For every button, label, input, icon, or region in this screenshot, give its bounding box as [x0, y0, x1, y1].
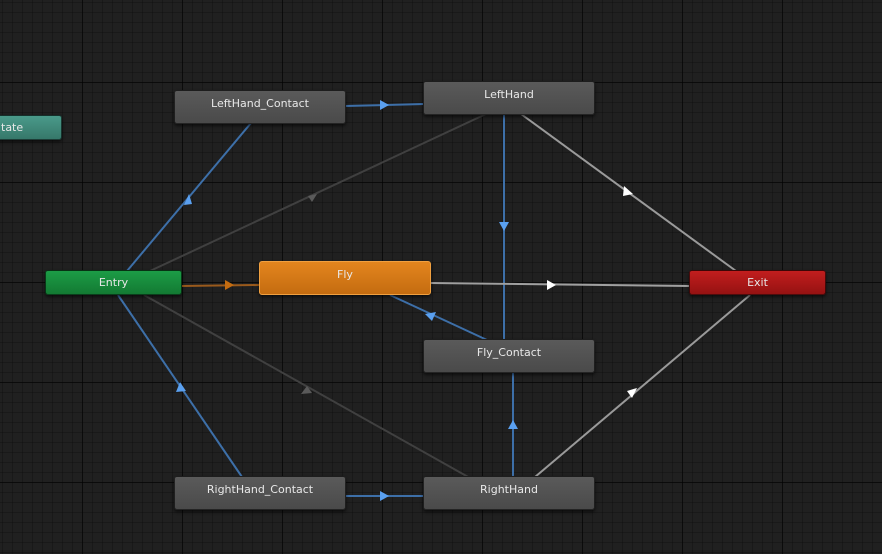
state-node-label: Fly	[337, 268, 353, 281]
transition-fly-to-exit[interactable]	[429, 280, 691, 290]
transition-arrow-icon	[627, 388, 637, 398]
transition-arrow-icon	[380, 100, 389, 110]
transition-lefthand-contact-to-lefthand[interactable]	[344, 100, 425, 110]
state-node-label: tate	[1, 121, 24, 134]
state-node-label: LeftHand_Contact	[211, 97, 309, 110]
transition-arrow-icon	[184, 194, 192, 205]
state-node-any-state[interactable]: tate	[0, 115, 62, 140]
state-node-label: Fly_Contact	[476, 346, 542, 359]
transition-righthand-to-exit[interactable]	[534, 294, 751, 478]
state-node-label: LeftHand	[484, 88, 534, 101]
state-node-lefthand[interactable]: LeftHand	[423, 81, 595, 115]
transition-arrow-icon	[508, 420, 518, 429]
state-node-righthand[interactable]: RightHand	[423, 476, 595, 510]
state-node-label: RightHand_Contact	[206, 483, 314, 496]
state-node-label: Exit	[747, 276, 768, 289]
transition-righthand-to-fly-contact[interactable]	[508, 372, 518, 477]
state-node-fly[interactable]: Fly	[259, 261, 431, 295]
transition-lefthand-to-exit[interactable]	[520, 113, 737, 272]
transition-arrow-icon	[308, 194, 317, 202]
transition-entry-to-fly[interactable]	[180, 280, 260, 290]
transition-arrow-icon	[547, 280, 556, 290]
transition-arrow-icon	[380, 491, 389, 501]
state-node-label: Entry	[98, 276, 129, 289]
state-node-lefthand-contact[interactable]: LeftHand_Contact	[174, 90, 346, 124]
state-node-entry[interactable]: Entry	[45, 270, 182, 295]
state-node-fly-contact[interactable]: Fly_Contact	[423, 339, 595, 373]
transition-fly-contact-to-fly[interactable]	[389, 294, 488, 341]
state-node-righthand-contact[interactable]: RightHand_Contact	[174, 476, 346, 510]
transition-arrow-icon	[623, 186, 633, 196]
state-node-exit[interactable]: Exit	[689, 270, 826, 295]
transition-arrow-icon	[425, 312, 436, 321]
transition-arrow-icon	[225, 280, 234, 290]
transition-righthand-contact-to-righthand[interactable]	[345, 491, 424, 501]
transition-arrow-icon	[176, 382, 186, 392]
transition-arrow-icon	[301, 386, 312, 394]
transition-entry-to-lefthand-contact[interactable]	[126, 122, 252, 272]
transition-entry-to-righthand-contact[interactable]	[117, 294, 243, 478]
transition-lefthand-to-fly-contact[interactable]	[499, 114, 509, 340]
state-node-label: RightHand	[480, 483, 538, 496]
transition-arrow-icon	[499, 222, 509, 231]
transition-lefthand-to-entry[interactable]	[149, 113, 487, 272]
transition-entry-to-righthand[interactable]	[143, 294, 471, 479]
